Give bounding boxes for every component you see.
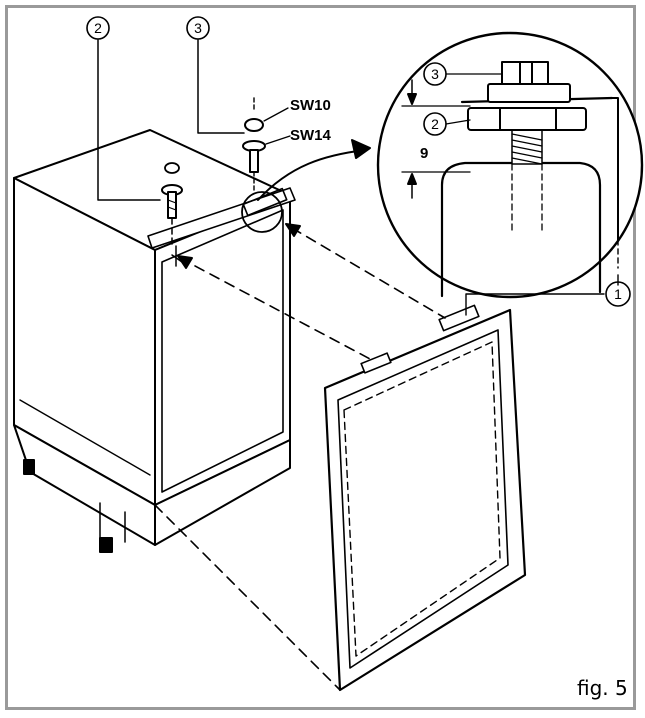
leader-nut [197,39,245,134]
callout-detail-screw: 2 [431,116,439,132]
callout-circle-detail-screw [423,112,447,136]
screw-part [161,162,183,247]
callout-detail-nut: 3 [431,66,439,82]
callout-screw: 2 [94,20,102,36]
callout-circle-bracket [605,281,631,307]
callout-circle-nut [186,16,210,40]
label-dimension: 9 [420,145,428,162]
door-panel [323,304,527,692]
detail-arrow [257,149,366,201]
leader-screw [97,39,161,201]
detail-view [376,31,644,299]
leader-bracket [465,293,605,316]
appliance-cabinet [13,129,296,553]
magnify-marker [241,191,283,233]
assembly-guides [154,227,446,691]
callout-circle-screw [86,16,110,40]
callout-bracket: 1 [614,286,622,302]
label-sw14: SW14 [290,127,332,144]
callout-circle-detail-nut [423,62,447,86]
nut-part [242,97,266,191]
callout-nut: 3 [194,20,202,36]
figure-caption: fig. 5 [577,676,628,700]
label-sw10: SW10 [290,97,331,114]
